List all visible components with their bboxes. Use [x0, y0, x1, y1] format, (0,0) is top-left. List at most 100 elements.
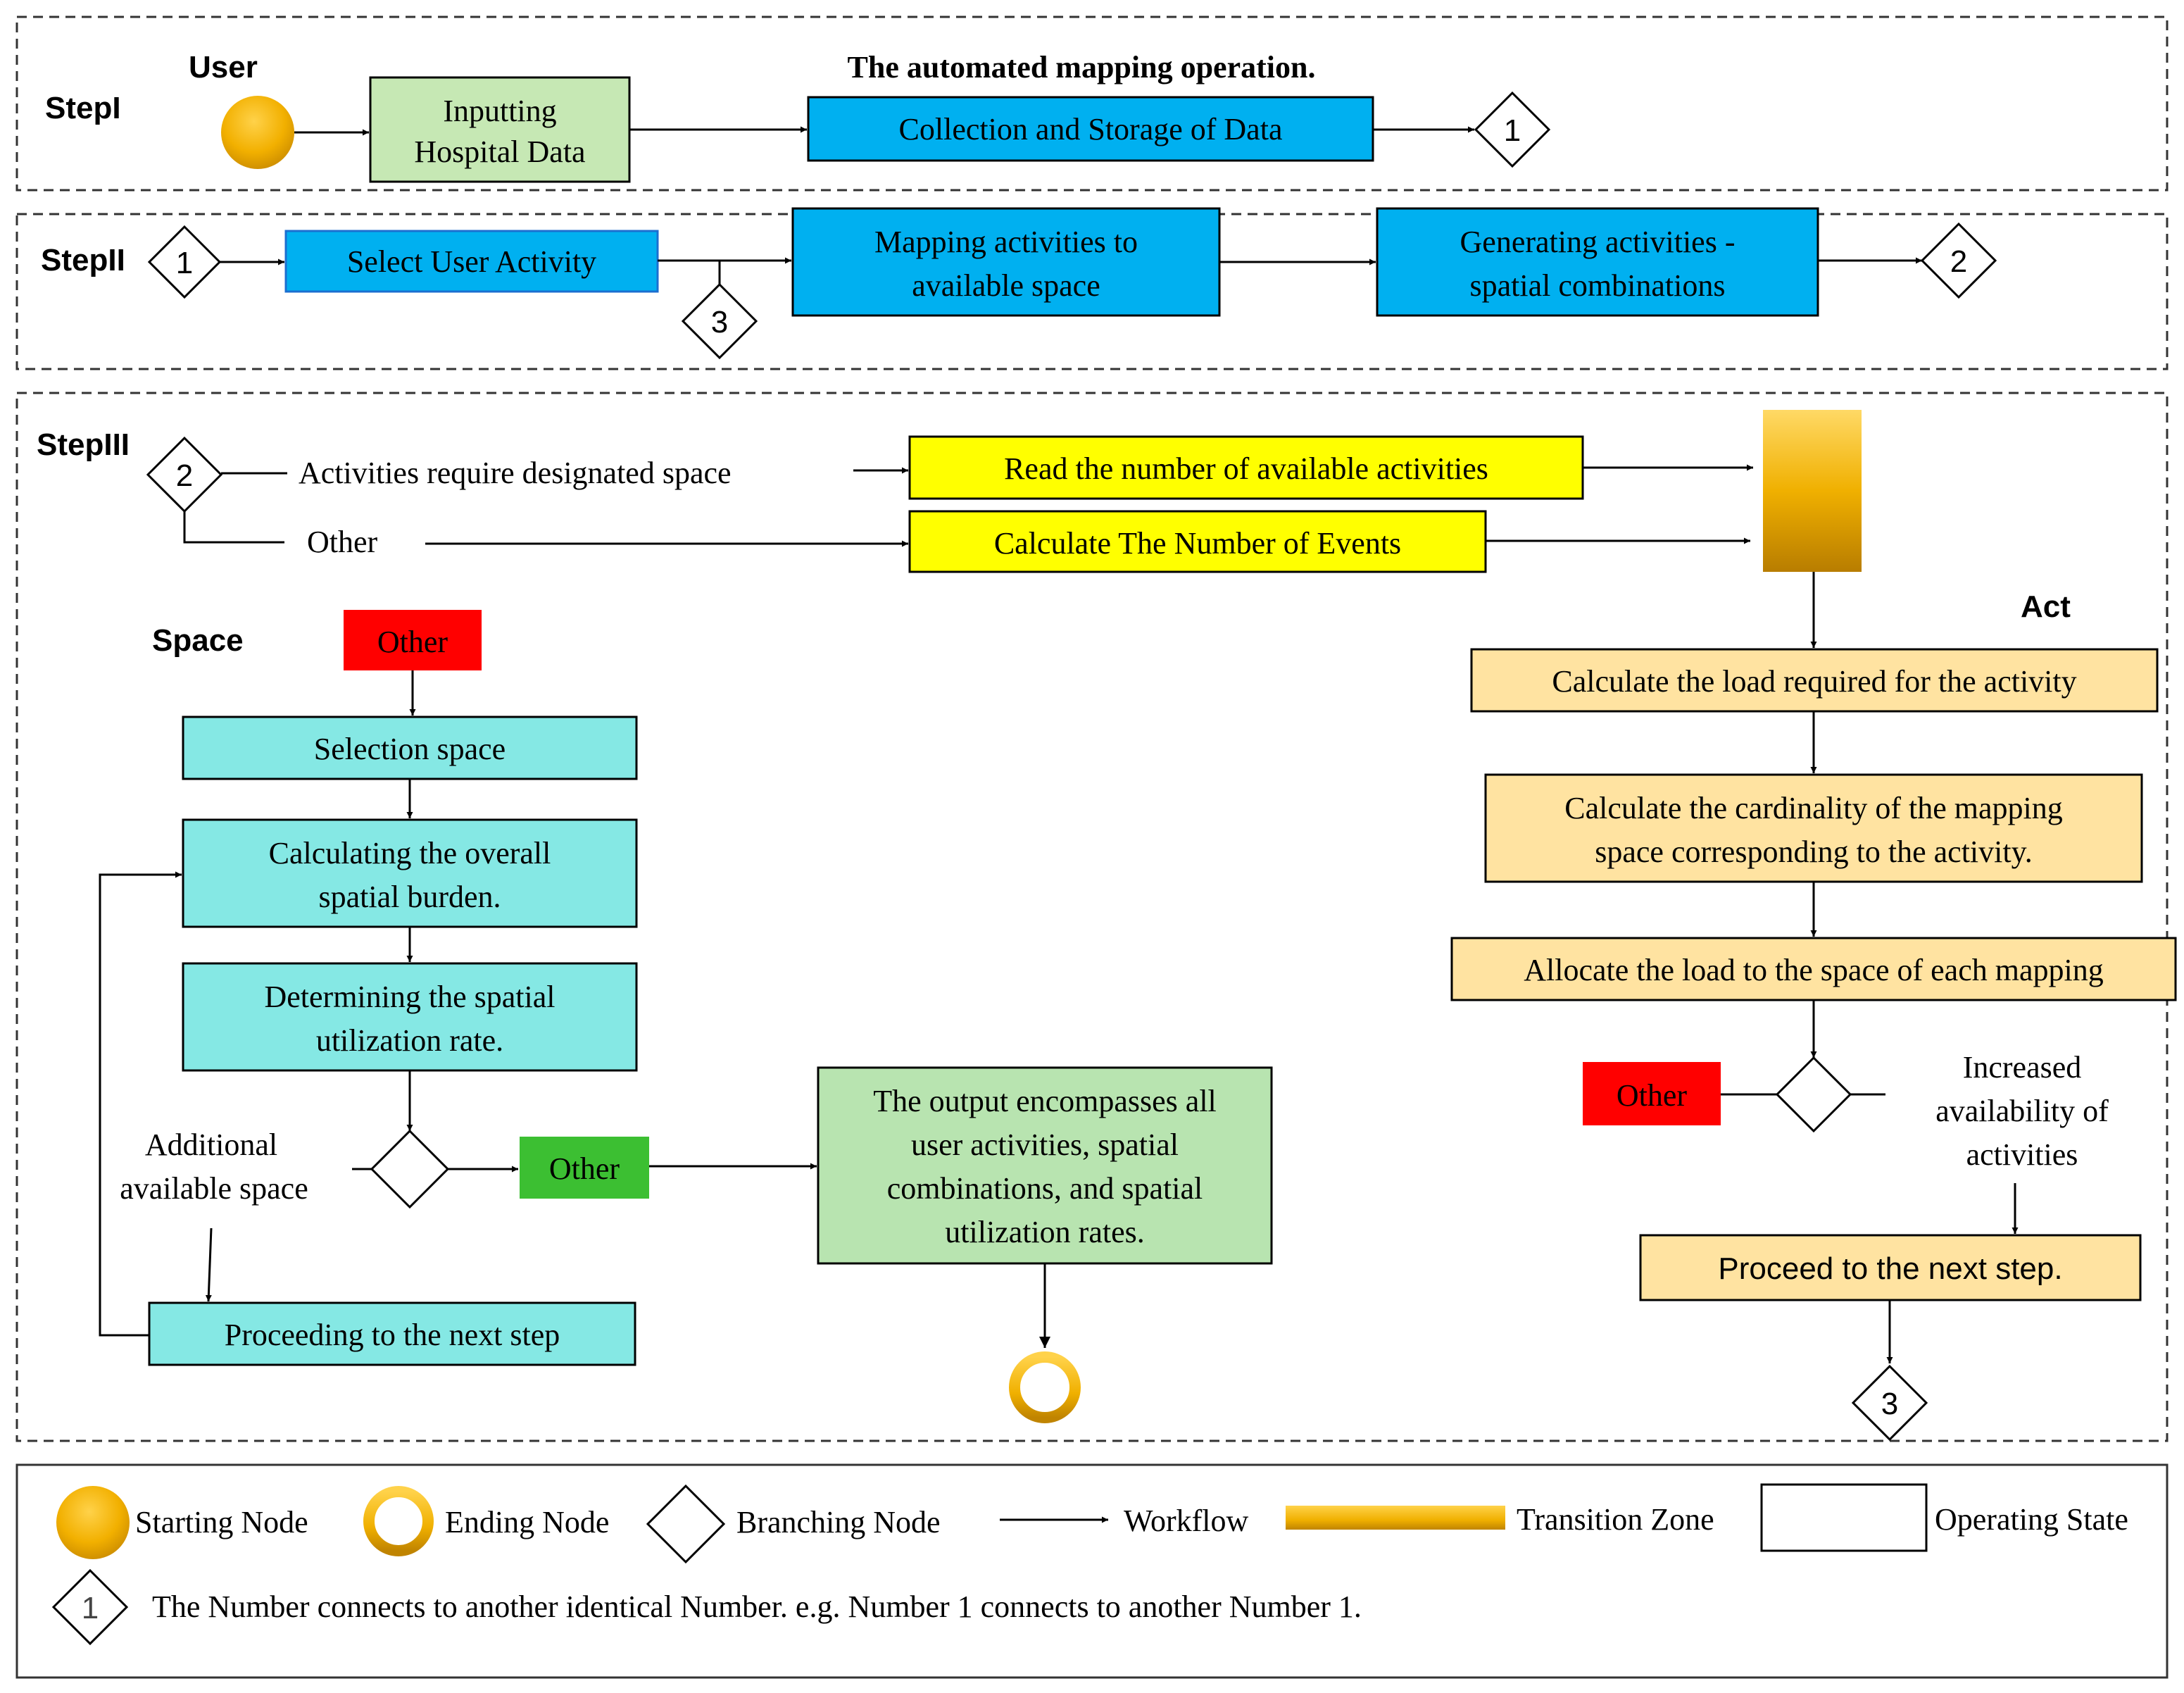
calculate-events-box: Calculate The Number of Events: [908, 510, 1487, 573]
connector-2-out: 2: [1920, 222, 1997, 299]
additional-space-label: available space: [120, 1171, 308, 1206]
loop-back-arrow: [99, 871, 182, 1337]
box-text-line: Calculate the cardinality of the mapping: [1564, 791, 2062, 825]
legend-ending-label: Ending Node: [445, 1505, 609, 1539]
box-text-line: spatial combinations: [1470, 268, 1726, 303]
connector-1-in: 1: [147, 225, 222, 299]
branch-line: [183, 511, 284, 544]
legend-starting-icon: [56, 1486, 130, 1559]
user-label: User: [189, 50, 258, 85]
connector-number: 3: [711, 305, 728, 339]
box-text-line: Other: [1617, 1078, 1688, 1113]
workflow-arrow: [205, 1227, 213, 1302]
legend-number-icon: 1: [51, 1568, 129, 1646]
starting-node: [221, 96, 294, 169]
step3-panel: StepIII 2 Activities require designated …: [15, 392, 2177, 1442]
box-text-line: Read the number of available activities: [1004, 451, 1488, 486]
legend: Starting Node Ending Node Branching Node…: [15, 1463, 2169, 1679]
space-label: Space: [152, 623, 244, 658]
collection-storage-box: Collection and Storage of Data: [807, 96, 1374, 162]
generating-activities-box: Generating activities - spatial combinat…: [1376, 207, 1819, 317]
connector-3-out: 3: [1851, 1364, 1928, 1442]
box-text-line: Generating activities -: [1460, 225, 1736, 259]
act-branching-node: [1775, 1056, 1852, 1133]
connector-number: 1: [176, 246, 193, 280]
space-other-box: Other: [344, 610, 482, 670]
calculating-spatial-burden-box: Calculating the overall spatial burden.: [182, 818, 638, 928]
step2-panel: StepII 1 Select User Activity 3 Mapping …: [15, 207, 2169, 370]
proceeding-next-step-box: Proceeding to the next step: [148, 1301, 636, 1366]
branch-designated-label: Activities require designated space: [299, 456, 732, 490]
box-text-line: Calculating the overall: [269, 836, 551, 870]
legend-operating-icon: [1760, 1483, 1928, 1552]
box-text-line: user activities, spatial: [911, 1127, 1179, 1162]
legend-transition-label: Transition Zone: [1517, 1502, 1714, 1537]
connector-2-in: 2: [146, 436, 223, 513]
box-text-line: Calculate the load required for the acti…: [1552, 664, 2076, 699]
step2-label: StepII: [41, 243, 125, 277]
legend-starting-label: Starting Node: [135, 1505, 308, 1539]
box-text-line: available space: [912, 268, 1100, 303]
legend-workflow-label: Workflow: [1124, 1504, 1249, 1538]
box-text-line: Other: [549, 1151, 620, 1186]
box-text-line: The output encompasses all: [873, 1084, 1217, 1118]
calc-load-box: Calculate the load required for the acti…: [1470, 648, 2159, 713]
determining-utilization-box: Determining the spatial utilization rate…: [182, 962, 638, 1072]
legend-ending-icon: [363, 1486, 434, 1556]
connector-number: 1: [82, 1591, 99, 1625]
selection-space-box: Selection space: [182, 716, 638, 780]
box-text-line: Determining the spatial: [265, 980, 556, 1014]
box-text-line: Proceeding to the next step: [225, 1318, 560, 1352]
connector-number: 2: [1950, 244, 1967, 279]
ending-node: [1009, 1351, 1081, 1423]
automated-mapping-heading: The automated mapping operation.: [848, 50, 1316, 85]
act-label: Act: [2021, 589, 2071, 624]
step3-label: StepIII: [37, 427, 130, 462]
box-text-line: Inputting: [443, 94, 556, 128]
mapping-activities-box: Mapping activities to available space: [791, 207, 1221, 317]
connector-number: 2: [176, 458, 193, 493]
box-text-line: utilization rates.: [945, 1215, 1144, 1249]
space-branching-node: [370, 1129, 450, 1209]
box-text-line: Calculate The Number of Events: [994, 526, 1401, 561]
legend-transition-icon: [1286, 1506, 1505, 1530]
branch-other-label: Other: [307, 525, 378, 559]
green-other-box: Other: [520, 1137, 649, 1199]
connector-1-out: 1: [1474, 91, 1551, 168]
increased-availability-label: Increased: [1963, 1050, 2082, 1085]
legend-branching-icon: [646, 1484, 726, 1564]
connector-number: 3: [1881, 1387, 1898, 1421]
allocate-load-box: Allocate the load to the space of each m…: [1450, 937, 2177, 1001]
read-available-activities-box: Read the number of available activities: [908, 435, 1584, 500]
legend-branching-label: Branching Node: [736, 1505, 941, 1539]
box-text-line: Mapping activities to: [874, 225, 1138, 259]
box-text-line: utilization rate.: [316, 1023, 503, 1058]
transition-zone: [1763, 410, 1862, 572]
legend-number-note: The Number connects to another identical…: [152, 1589, 1362, 1624]
box-text-line: combinations, and spatial: [887, 1171, 1203, 1206]
box-text-line: Collection and Storage of Data: [899, 112, 1283, 146]
inputting-hospital-data-box: Inputting Hospital Data: [369, 76, 631, 183]
connector-3-loop: 3: [681, 282, 758, 360]
step1-panel: StepI User Inputting Hospital Data The a…: [15, 15, 2169, 192]
step1-label: StepI: [45, 91, 121, 125]
output-box: The output encompasses all user activiti…: [817, 1066, 1273, 1265]
legend-operating-label: Operating State: [1935, 1502, 2128, 1537]
box-text-line: Hospital Data: [414, 135, 585, 169]
box-text-line: space corresponding to the activity.: [1595, 835, 2033, 869]
increased-availability-label: availability of: [1935, 1094, 2109, 1128]
box-text-line: spatial burden.: [318, 880, 501, 914]
additional-space-label: Additional: [145, 1127, 277, 1162]
proceed-next-step-box: Proceed to the next step.: [1639, 1234, 2142, 1301]
calc-cardinality-box: Calculate the cardinality of the mapping…: [1484, 773, 2143, 883]
select-user-activity-box: Select User Activity: [284, 230, 659, 293]
box-text-line: Allocate the load to the space of each m…: [1524, 953, 2103, 987]
box-text-line: Select User Activity: [347, 244, 596, 279]
act-other-box: Other: [1583, 1062, 1721, 1125]
box-text-line: Selection space: [314, 732, 506, 766]
connector-number: 1: [1504, 113, 1521, 148]
box-text-line: Proceed to the next step.: [1718, 1251, 2062, 1286]
increased-availability-label: activities: [1966, 1137, 2078, 1172]
box-text-line: Other: [377, 625, 448, 659]
